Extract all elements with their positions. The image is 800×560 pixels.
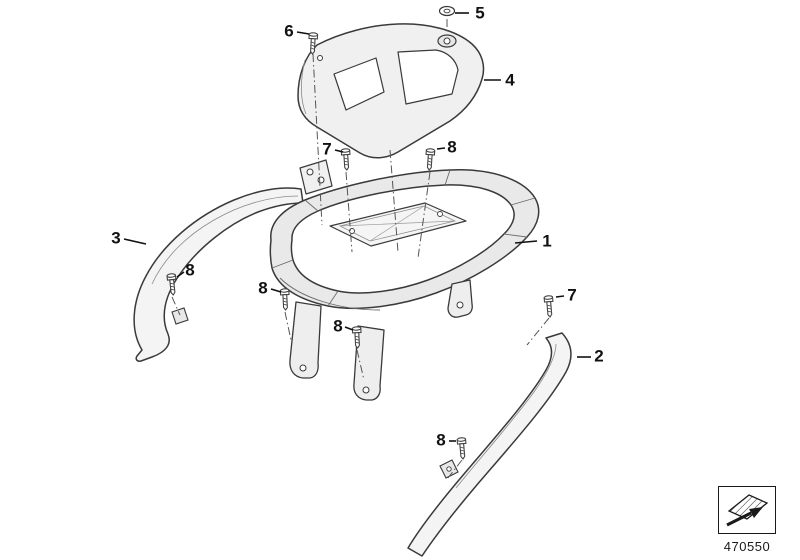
callout-8c[interactable]: 8 bbox=[258, 278, 268, 298]
callout-8d[interactable]: 8 bbox=[333, 316, 343, 336]
screw-icon bbox=[279, 288, 291, 311]
callout-7b[interactable]: 7 bbox=[567, 285, 577, 305]
callout-6[interactable]: 6 bbox=[284, 21, 294, 41]
callout-3[interactable]: 3 bbox=[111, 228, 121, 248]
part-main-luggage-rack bbox=[269, 169, 540, 401]
callout-2[interactable]: 2 bbox=[594, 346, 604, 366]
callout-8b[interactable]: 8 bbox=[185, 260, 195, 280]
screw-icon bbox=[456, 436, 468, 460]
callout-1[interactable]: 1 bbox=[542, 231, 552, 251]
callout-8e[interactable]: 8 bbox=[436, 430, 446, 450]
screw-top-view-icon bbox=[438, 5, 456, 17]
part-top-cover bbox=[297, 23, 485, 159]
screws bbox=[166, 5, 555, 460]
callout-leader-lines bbox=[123, 12, 591, 442]
hatched-plate-arrow-icon bbox=[726, 494, 769, 527]
screw-icon bbox=[424, 147, 436, 171]
callout-8a[interactable]: 8 bbox=[447, 137, 457, 157]
callout-5[interactable]: 5 bbox=[475, 3, 485, 23]
callout-7a[interactable]: 7 bbox=[322, 139, 332, 159]
callout-4[interactable]: 4 bbox=[505, 70, 515, 90]
standoff-bracket bbox=[299, 159, 333, 195]
assembly-axis-lines bbox=[171, 19, 550, 479]
screw-icon bbox=[543, 294, 555, 318]
diagram-number: 470550 bbox=[723, 539, 771, 554]
frame-position-thumbnail[interactable] bbox=[718, 486, 776, 534]
part-right-grab-rail bbox=[407, 332, 572, 557]
